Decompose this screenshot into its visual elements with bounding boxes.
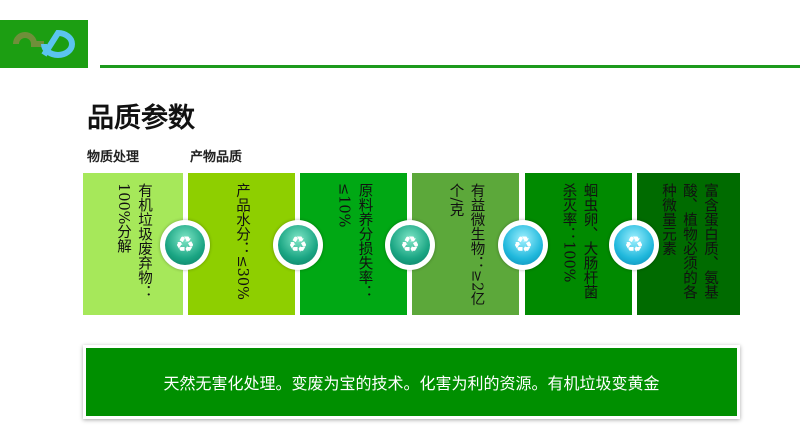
- page-title: 品质参数: [87, 103, 195, 134]
- header-divider: [100, 65, 800, 68]
- recycle-icon: ♻: [503, 225, 543, 265]
- step-text: 蛔虫卵、大肠杆菌杀灭率：100%: [560, 183, 598, 299]
- subtitle-material-processing: 物质处理: [87, 150, 140, 165]
- connector-badge: ♻: [385, 220, 435, 270]
- recycle-icon: ♻: [165, 225, 205, 265]
- connector-badge: ♻: [609, 220, 659, 270]
- step-text: 有机垃圾废弃物：100%分解: [115, 183, 152, 299]
- step-text: 原料养分损失率：≤10%: [335, 183, 373, 299]
- connector-badge: ♻: [498, 220, 548, 270]
- step-text: 富含蛋白质、氨基酸、植物必须的各种微量元素: [660, 183, 718, 299]
- recycle-icon: ♻: [278, 225, 318, 265]
- infinity-logo-icon: [13, 29, 75, 58]
- slogan-text: 天然无害化处理。变废为宝的技术。化害为利的资源。有机垃圾变黄金: [86, 348, 737, 416]
- connector-badge: ♻: [273, 220, 323, 270]
- slogan-banner: 天然无害化处理。变废为宝的技术。化害为利的资源。有机垃圾变黄金: [83, 345, 740, 419]
- step-text: 有益微生物：≥2亿个/克: [447, 183, 485, 306]
- recycle-icon: ♻: [614, 225, 654, 265]
- recycle-icon: ♻: [390, 225, 430, 265]
- connector-badge: ♻: [160, 220, 210, 270]
- logo: [0, 20, 88, 68]
- step-text: 产品水分：≤30%: [234, 183, 250, 300]
- subtitle-product-quality: 产物品质: [190, 150, 243, 165]
